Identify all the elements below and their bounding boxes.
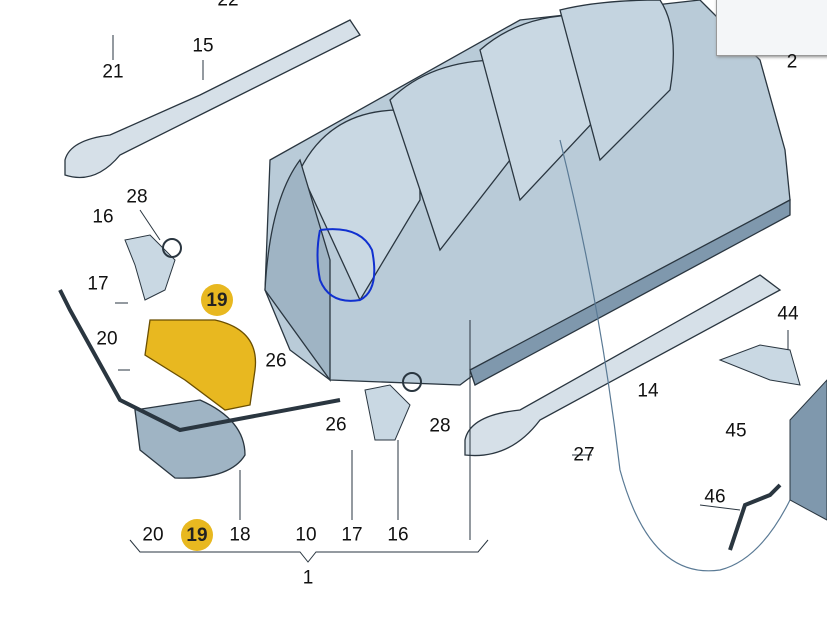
leader-lines	[112, 35, 789, 563]
part-label: 44	[777, 303, 799, 325]
part-10-rod	[58, 289, 341, 433]
part-label: 26	[265, 350, 287, 372]
part-label: 15	[192, 35, 214, 57]
part-label: 28	[429, 415, 451, 437]
gasket-14	[464, 274, 782, 457]
part-label: 14	[637, 380, 659, 402]
part-label: 22	[217, 0, 239, 11]
overview-thumbnail[interactable]	[716, 0, 827, 56]
part-28-oring-a	[162, 238, 182, 258]
annotation-circle	[316, 228, 376, 302]
part-16-sensor-b	[364, 384, 411, 441]
part-16-sensor-a	[124, 234, 176, 301]
part-label: 27	[573, 444, 595, 466]
part-label: 26	[325, 414, 347, 436]
part-label: 10	[295, 524, 317, 546]
part-label-highlighted[interactable]: 19	[181, 519, 213, 551]
part-label: 16	[92, 206, 114, 228]
part-19-highlighted	[144, 319, 257, 411]
intake-manifold	[264, 0, 791, 386]
part-44-bracket	[718, 344, 801, 386]
part-label: 21	[102, 61, 124, 83]
part-hose	[559, 139, 791, 572]
part-label: 17	[341, 524, 363, 546]
part-label: 17	[87, 273, 109, 295]
part-label: 2	[786, 51, 798, 73]
part-cover	[789, 379, 827, 521]
part-label: 16	[387, 524, 409, 546]
part-label: 46	[704, 486, 726, 508]
part-18-actuator	[134, 399, 246, 479]
part-46-pipe	[728, 483, 782, 551]
part-label: 45	[725, 420, 747, 442]
part-label: 18	[229, 524, 251, 546]
gasket-15	[64, 19, 361, 179]
part-28-oring-b	[402, 372, 422, 392]
part-label: 28	[126, 186, 148, 208]
part-label-highlighted[interactable]: 19	[201, 284, 233, 316]
part-label: 20	[96, 328, 118, 350]
part-label: 1	[302, 567, 314, 589]
part-label: 20	[142, 524, 164, 546]
